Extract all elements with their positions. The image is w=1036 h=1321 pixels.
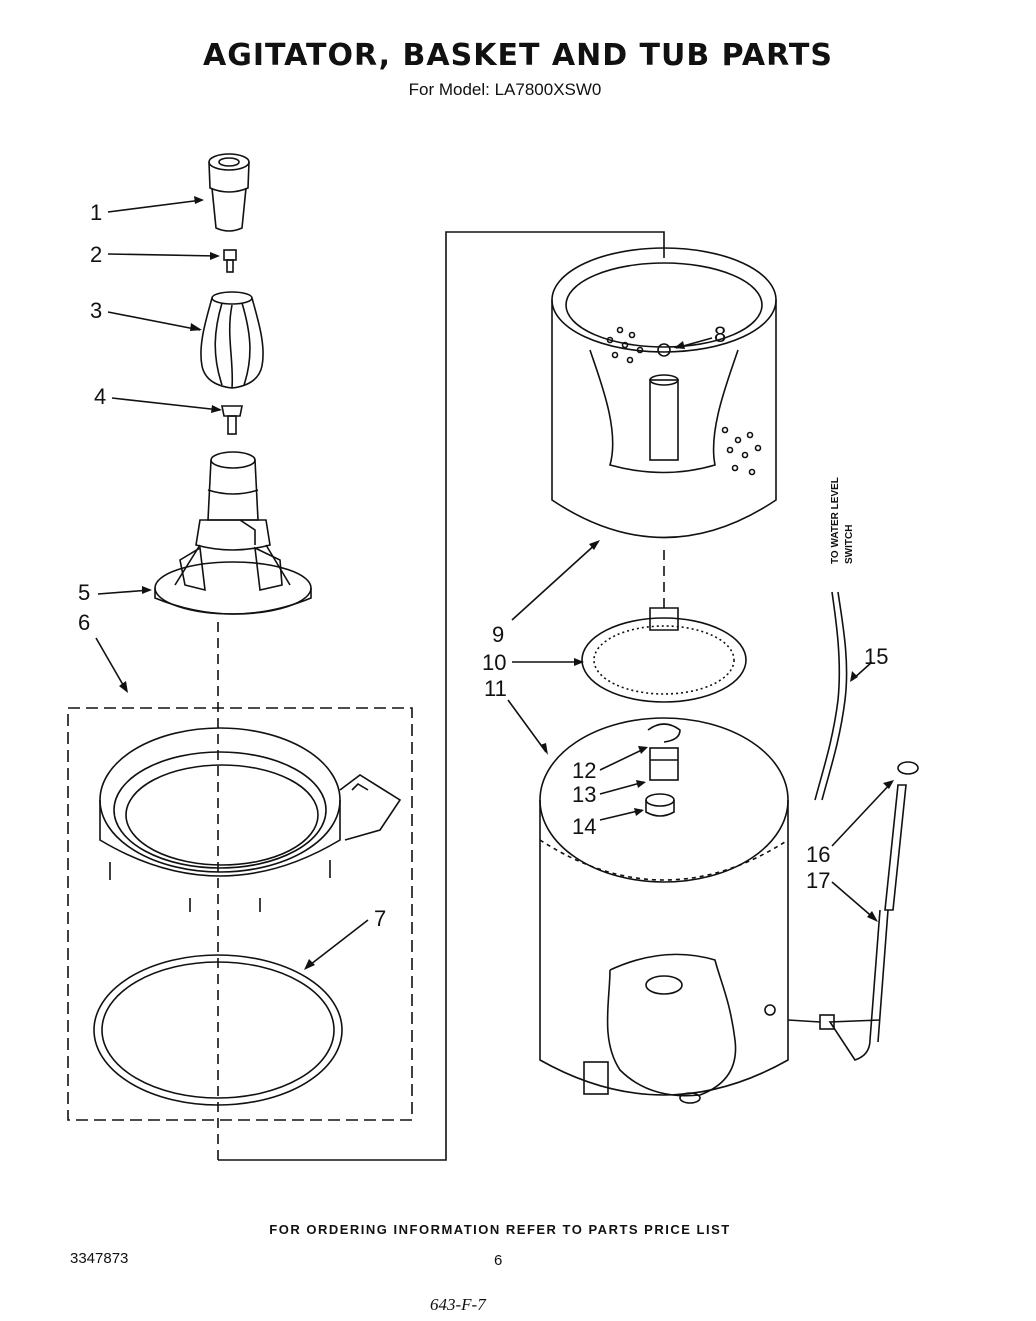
callout-5: 5 bbox=[78, 580, 90, 605]
agitator-cap-part bbox=[208, 153, 250, 232]
model-subtitle: For Model: LA7800XSW0 bbox=[408, 80, 602, 99]
coupling-part bbox=[649, 747, 679, 781]
callout-13: 13 bbox=[572, 782, 596, 807]
page-title: AGITATOR, BASKET AND TUB PARTS bbox=[203, 38, 833, 73]
arrowheads bbox=[119, 196, 894, 970]
callout-9: 9 bbox=[492, 622, 504, 647]
basket-perforations bbox=[606, 326, 762, 476]
tub-ring-part bbox=[99, 727, 402, 912]
water-level-switch-label: TO WATER LEVEL SWITCH bbox=[830, 477, 855, 564]
small-bolt-part bbox=[221, 405, 243, 435]
water-level-hose-part bbox=[814, 591, 848, 801]
part-6-group-outline bbox=[67, 707, 413, 1121]
leader-arrows bbox=[95, 199, 893, 969]
bolt-part bbox=[223, 249, 237, 273]
callout-3: 3 bbox=[90, 298, 102, 323]
callout-10: 10 bbox=[482, 650, 506, 675]
seal-ring-part bbox=[93, 954, 343, 1106]
callout-7: 7 bbox=[374, 906, 386, 931]
callout-17: 17 bbox=[806, 868, 830, 893]
agitator-base-part bbox=[154, 451, 312, 615]
page-number: 6 bbox=[494, 1252, 503, 1269]
connector-lines bbox=[217, 231, 665, 1161]
water-level-switch-line2: SWITCH bbox=[844, 525, 855, 564]
callout-2: 2 bbox=[90, 242, 102, 267]
callout-14: 14 bbox=[572, 814, 596, 839]
callout-4: 4 bbox=[94, 384, 106, 409]
callout-8: 8 bbox=[714, 322, 726, 347]
callout-12: 12 bbox=[572, 758, 596, 783]
basket-part bbox=[551, 247, 777, 539]
drain-hose-part bbox=[787, 761, 919, 1061]
seal-part bbox=[645, 793, 675, 817]
handwritten-note: 643-F-7 bbox=[430, 1295, 486, 1314]
drive-plate-part bbox=[581, 607, 747, 703]
ordering-info: FOR ORDERING INFORMATION REFER TO PARTS … bbox=[269, 1222, 731, 1237]
callout-labels: 1 2 3 4 5 6 7 8 9 10 11 12 13 14 15 16 1… bbox=[78, 200, 888, 931]
callout-15: 15 bbox=[864, 644, 888, 669]
outer-tub-part bbox=[539, 717, 789, 1104]
auger-part bbox=[200, 291, 264, 389]
callout-11: 11 bbox=[484, 676, 507, 701]
water-level-switch-line1: TO WATER LEVEL bbox=[830, 477, 841, 564]
clip-part bbox=[647, 723, 681, 743]
callout-1: 1 bbox=[90, 200, 102, 225]
callout-6: 6 bbox=[78, 610, 90, 635]
callout-16: 16 bbox=[806, 842, 830, 867]
document-number: 3347873 bbox=[70, 1250, 129, 1267]
